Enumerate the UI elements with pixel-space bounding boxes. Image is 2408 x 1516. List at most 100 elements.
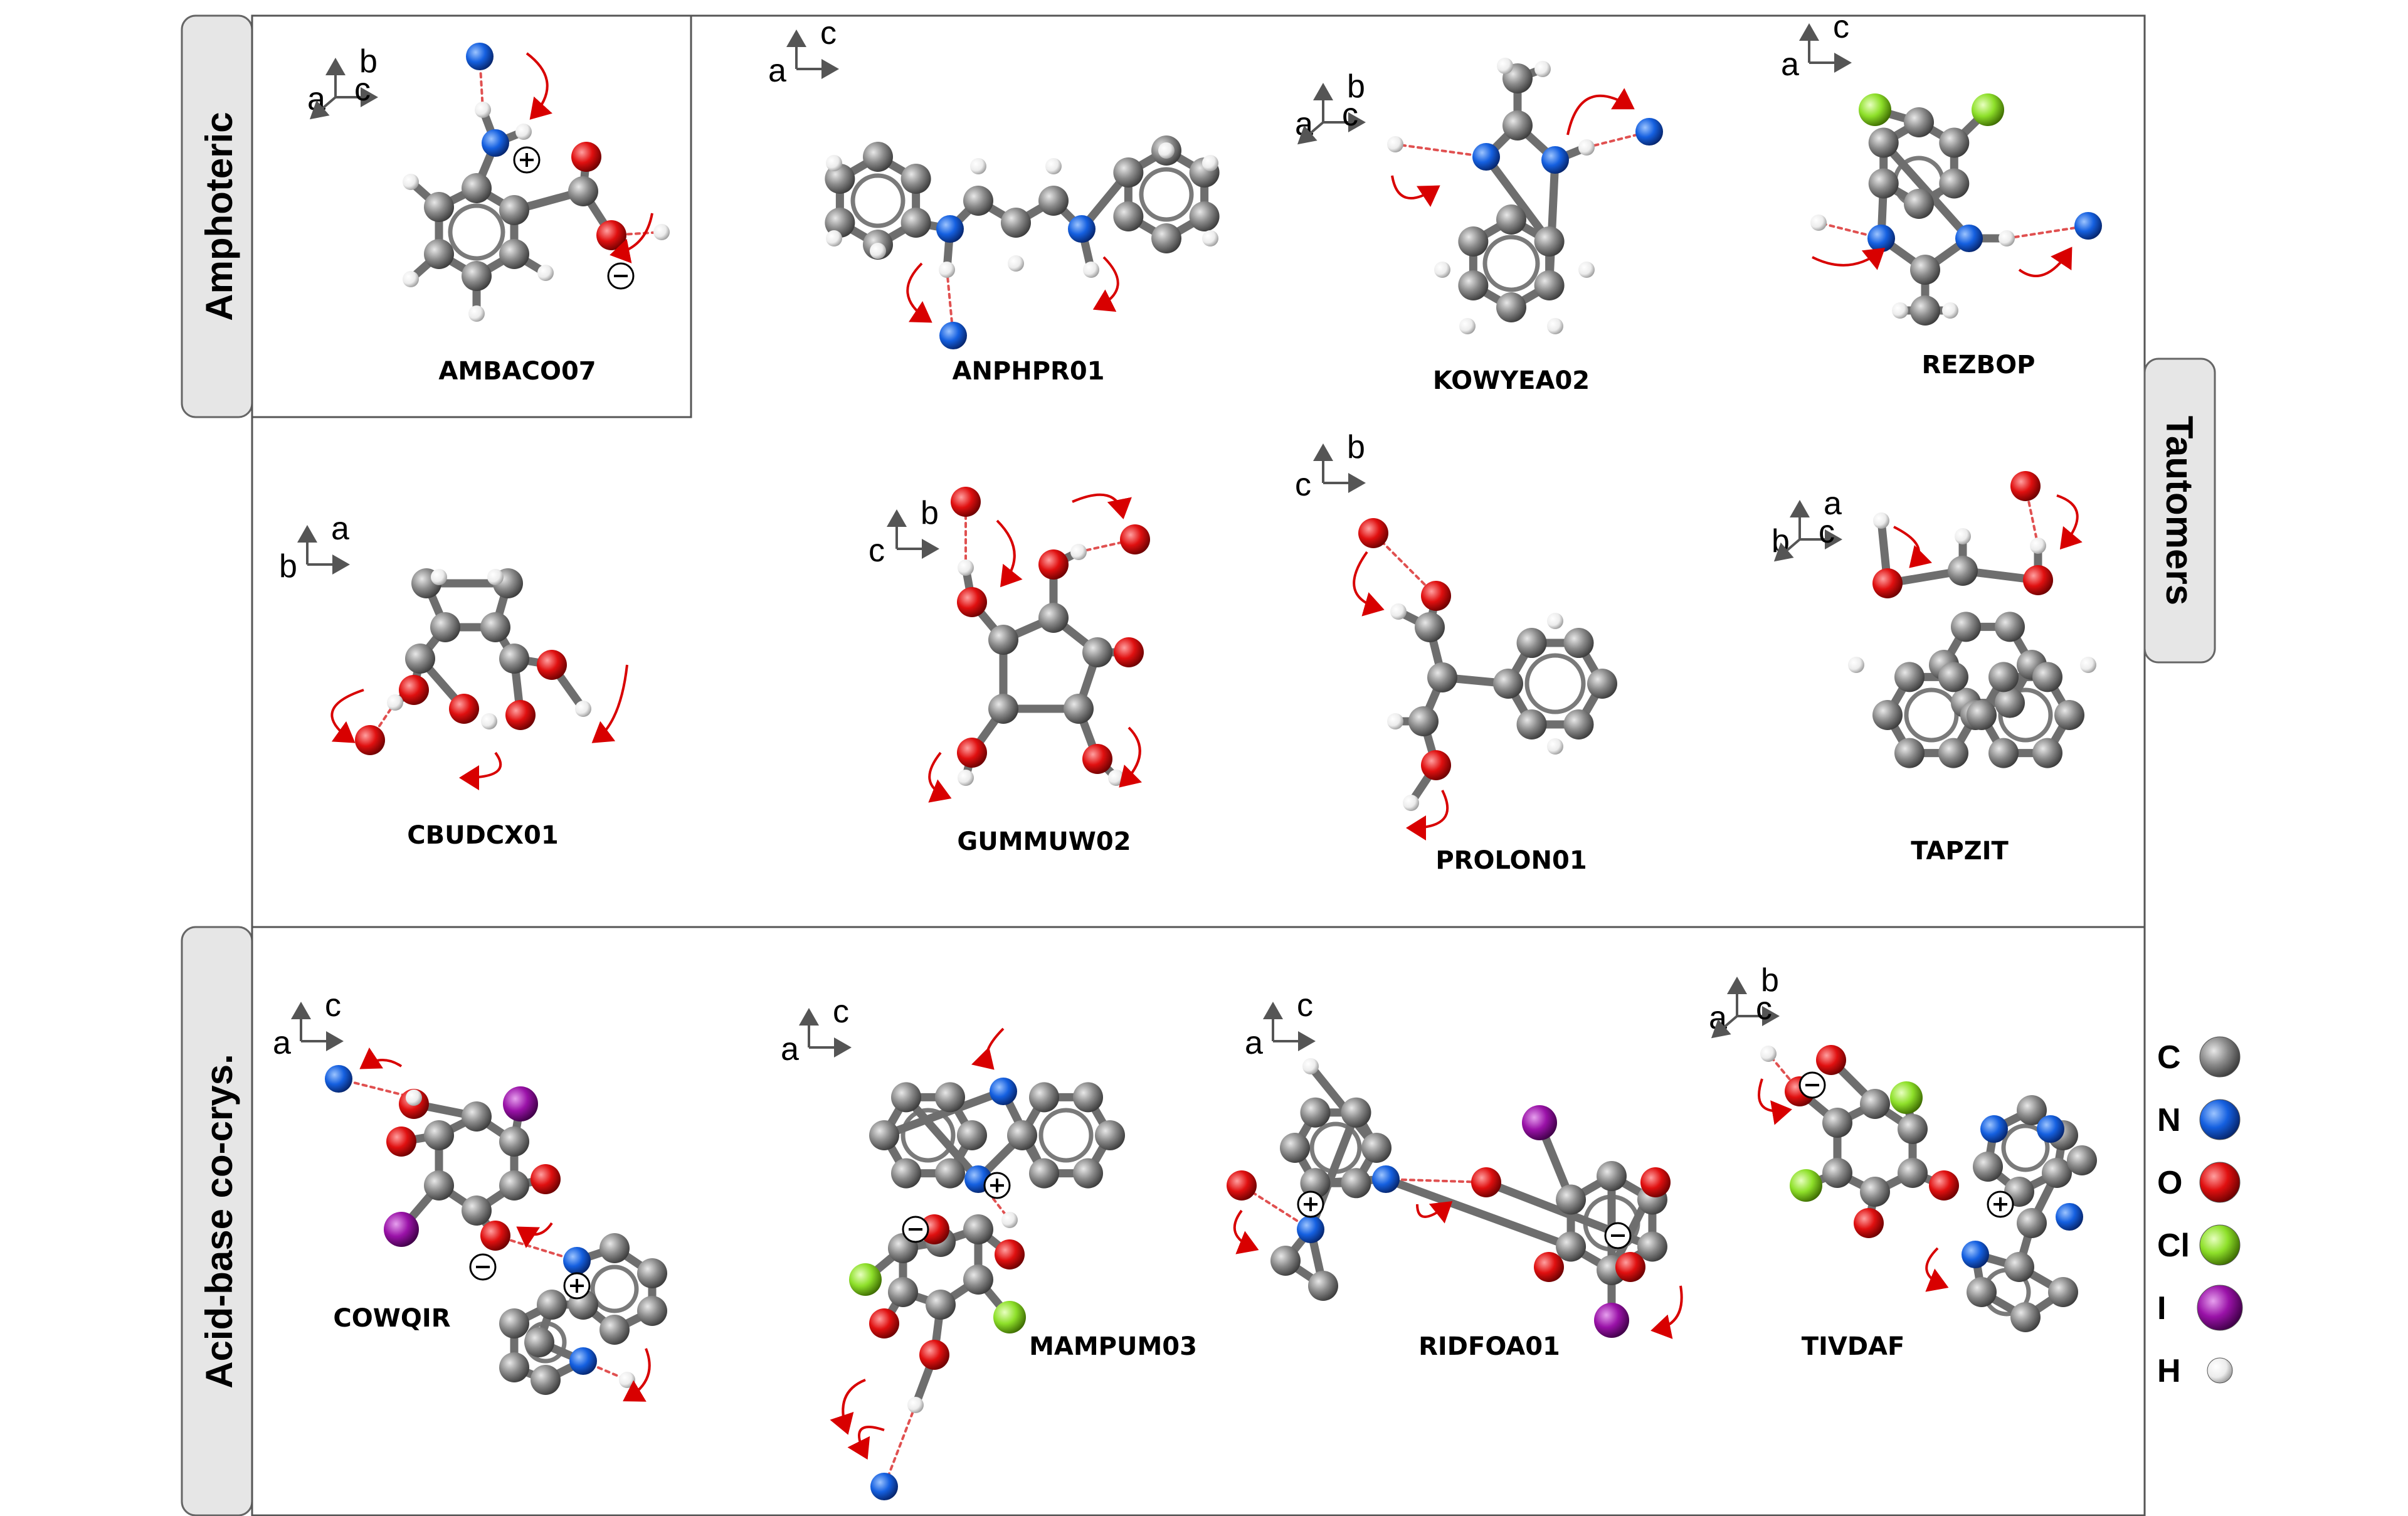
atom-c bbox=[1556, 1231, 1587, 1262]
atom-cl bbox=[1790, 1169, 1822, 1202]
axis-label: c bbox=[1297, 987, 1313, 1024]
legend-label: N bbox=[2157, 1102, 2181, 1138]
crystal-axes: ca bbox=[273, 987, 344, 1061]
proton-transfer-arrow bbox=[1072, 493, 1132, 519]
atom-h bbox=[1158, 142, 1175, 159]
molecule-label-rezbop: REZBOP bbox=[1922, 351, 2036, 379]
atom-n bbox=[990, 1078, 1017, 1105]
atom-c bbox=[963, 1264, 993, 1295]
atom-i bbox=[1522, 1105, 1557, 1140]
proton-transfer-arrow bbox=[996, 519, 1023, 588]
atom-c bbox=[1038, 603, 1069, 633]
atom-o bbox=[919, 1214, 949, 1244]
atom-c bbox=[499, 1170, 529, 1201]
aromatic-ring bbox=[1904, 687, 1959, 743]
atom-c bbox=[963, 186, 993, 216]
atom-h bbox=[1955, 528, 1971, 544]
atom-c bbox=[1502, 110, 1533, 140]
atom-c bbox=[1534, 226, 1565, 257]
atom-c bbox=[957, 1120, 987, 1150]
atom-c bbox=[1995, 612, 2025, 642]
atom-c bbox=[988, 625, 1018, 655]
atom-c bbox=[537, 1290, 567, 1320]
atom-n bbox=[1955, 225, 1983, 252]
atom-h bbox=[515, 124, 532, 140]
atom-h bbox=[1434, 262, 1450, 278]
aromatic-ring bbox=[448, 203, 505, 261]
atom-o bbox=[1082, 744, 1112, 774]
atom-c bbox=[499, 195, 529, 225]
atom-o bbox=[571, 142, 601, 172]
atom-c bbox=[499, 239, 529, 269]
atom-cl bbox=[1972, 93, 2004, 126]
molecule-cbudcx01 bbox=[330, 568, 628, 790]
atom-h bbox=[1387, 136, 1403, 152]
atom-c bbox=[1516, 709, 1547, 739]
atom-h bbox=[431, 569, 447, 585]
molecule-label-tapzit: TAPZIT bbox=[1911, 837, 2009, 866]
axis-label: c bbox=[1342, 97, 1358, 133]
atom-c bbox=[1038, 186, 1069, 216]
axis-label: a bbox=[1245, 1025, 1263, 1061]
axis-label: c bbox=[869, 533, 885, 569]
atom-h bbox=[2080, 657, 2096, 673]
legend-label: O bbox=[2157, 1165, 2182, 1201]
atom-o bbox=[2023, 565, 2053, 595]
proton-transfer-arrow bbox=[1758, 1078, 1792, 1125]
atom-o bbox=[1471, 1167, 1501, 1197]
axis-label: c bbox=[325, 987, 341, 1024]
proton-transfer-arrow bbox=[928, 751, 952, 803]
legend-item-h: H bbox=[2157, 1353, 2233, 1389]
atom-h bbox=[1547, 318, 1563, 334]
atom-c bbox=[1563, 628, 1594, 659]
atom-c bbox=[1151, 223, 1181, 253]
atom-c bbox=[988, 694, 1018, 724]
atom-c bbox=[1860, 1177, 1890, 1207]
covalent-bond bbox=[1482, 152, 1554, 246]
atom-o bbox=[957, 587, 987, 617]
legend-item-c: C bbox=[2157, 1036, 2241, 1078]
atom-n bbox=[482, 129, 509, 157]
atom-h bbox=[1387, 713, 1403, 729]
axis-label: c bbox=[354, 72, 371, 108]
atom-c bbox=[1872, 700, 1903, 730]
covalent-bond bbox=[880, 1087, 1008, 1140]
legend-item-o: O bbox=[2157, 1162, 2241, 1203]
atom-c bbox=[1822, 1158, 1852, 1188]
legend-item-n: N bbox=[2157, 1099, 2241, 1140]
oxygen-atom-icon bbox=[2199, 1162, 2241, 1203]
positive-charge-icon bbox=[1297, 1190, 1324, 1218]
molecule-label-ambaco07: AMBACO07 bbox=[438, 357, 596, 386]
proton-transfer-arrow bbox=[1092, 256, 1119, 312]
crystal-axes: bc bbox=[1295, 429, 1366, 503]
atom-c bbox=[1496, 204, 1526, 235]
atom-c bbox=[1637, 1231, 1667, 1262]
atom-h bbox=[403, 271, 419, 287]
atom-h bbox=[1999, 230, 2015, 246]
axis-label: a bbox=[1781, 46, 1799, 83]
atom-c bbox=[1029, 1082, 1059, 1113]
atom-h bbox=[653, 224, 670, 240]
legend-label: H bbox=[2157, 1353, 2181, 1389]
aromatic-ring bbox=[850, 173, 906, 228]
atom-c bbox=[499, 1308, 529, 1338]
atom-n bbox=[563, 1247, 591, 1275]
tautomers-tab bbox=[2143, 358, 2216, 664]
proton-transfer-arrow bbox=[1406, 790, 1449, 840]
atom-c bbox=[480, 612, 510, 642]
proton-transfer-arrow bbox=[525, 52, 552, 120]
atom-h bbox=[1873, 512, 1889, 529]
acid-base-box bbox=[251, 926, 2146, 1516]
atom-o bbox=[919, 1340, 949, 1370]
section-label-tautomers: Tautomers bbox=[2158, 416, 2200, 605]
proton-transfer-arrow bbox=[1353, 551, 1385, 617]
hydrogen-bond bbox=[946, 268, 954, 337]
crystal-axes: ca bbox=[1245, 987, 1316, 1061]
atom-h bbox=[481, 713, 497, 729]
atom-c bbox=[1939, 127, 1970, 158]
molecule-gummuw02 bbox=[928, 487, 1150, 803]
atom-h bbox=[958, 770, 974, 786]
